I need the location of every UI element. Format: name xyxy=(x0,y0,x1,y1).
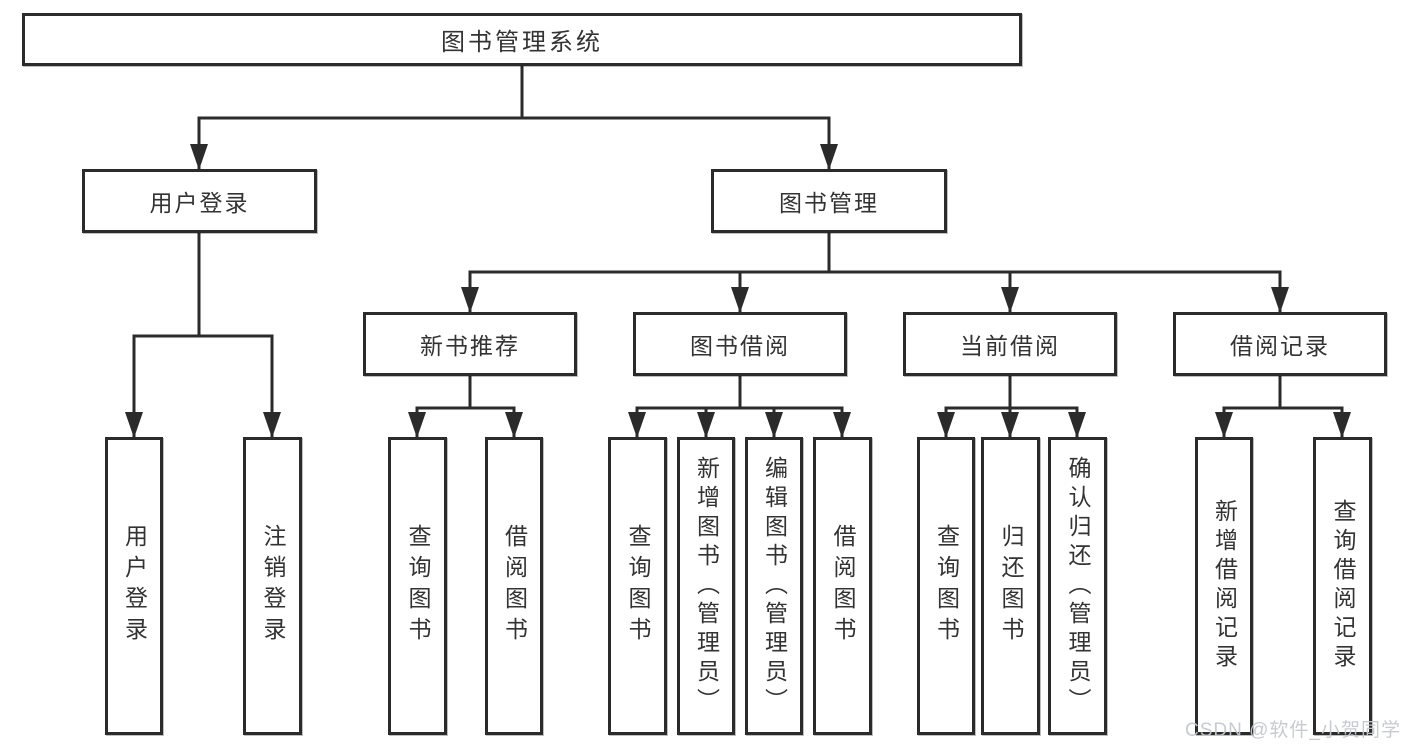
leaf-edit-book-admin: 编辑图书（管理员） xyxy=(745,437,803,735)
node-label: 图书管理 xyxy=(779,190,879,216)
node-current-borrow: 当前借阅 xyxy=(903,312,1117,376)
leaf-add-borrow-record: 新增借阅记录 xyxy=(1195,437,1253,735)
node-book-borrow: 图书借阅 xyxy=(633,312,847,376)
leaf-query-borrow-record: 查询借阅记录 xyxy=(1313,437,1372,735)
leaf-borrow-books: 借阅图书 xyxy=(485,437,543,735)
leaf-label: 查询图书 xyxy=(933,524,960,648)
node-borrow-records: 借阅记录 xyxy=(1173,312,1387,376)
node-label: 图书管理系统 xyxy=(441,29,603,56)
leaf-add-book-admin: 新增图书（管理员） xyxy=(677,437,735,735)
node-label: 用户登录 xyxy=(149,190,250,216)
node-book-management: 图书管理 xyxy=(711,169,947,233)
leaf-logout: 注销登录 xyxy=(243,437,302,735)
leaf-label: 借阅图书 xyxy=(830,524,856,648)
csdn-watermark: CSDN @软件_小贺同学 xyxy=(1185,720,1401,741)
leaf-label: 归还图书 xyxy=(998,524,1024,648)
leaf-return-book: 归还图书 xyxy=(981,437,1040,735)
node-label: 图书借阅 xyxy=(690,333,790,359)
leaf-label: 借阅图书 xyxy=(501,524,528,648)
node-label: 借阅记录 xyxy=(1230,333,1330,359)
leaf-label: 确认归还（管理员） xyxy=(1065,455,1091,717)
leaf-label: 注销登录 xyxy=(260,524,286,648)
leaf-confirm-return-admin: 确认归还（管理员） xyxy=(1048,437,1107,735)
leaf-label: 用户登录 xyxy=(121,524,148,648)
leaf-borrow-books: 借阅图书 xyxy=(813,437,872,735)
leaf-query-books: 查询图书 xyxy=(608,437,667,735)
node-library-system: 图书管理系统 xyxy=(22,13,1022,66)
leaf-user-login: 用户登录 xyxy=(105,437,163,735)
leaf-label: 编辑图书（管理员） xyxy=(761,455,788,717)
leaf-query-books: 查询图书 xyxy=(388,437,447,735)
node-user-login: 用户登录 xyxy=(82,169,317,233)
node-label: 当前借阅 xyxy=(960,333,1060,359)
node-new-book-recommend: 新书推荐 xyxy=(363,312,577,376)
node-label: 新书推荐 xyxy=(420,333,520,359)
leaf-query-books: 查询图书 xyxy=(917,437,975,735)
leaf-label: 新增图书（管理员） xyxy=(693,455,720,717)
leaf-label: 查询图书 xyxy=(625,524,651,648)
leaf-label: 查询借阅记录 xyxy=(1330,499,1356,673)
leaf-label: 查询图书 xyxy=(405,524,431,648)
leaf-label: 新增借阅记录 xyxy=(1211,499,1238,673)
